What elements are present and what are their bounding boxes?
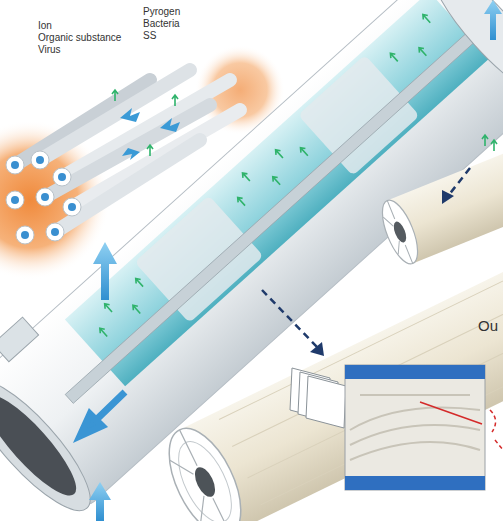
green-arrow	[172, 95, 178, 106]
green-arrow	[147, 145, 153, 156]
fiber-texture	[350, 395, 480, 460]
green-arrow	[102, 302, 114, 314]
leader-heads	[310, 190, 454, 356]
fiber-end	[36, 188, 54, 206]
part-label: Bacteria	[143, 18, 180, 29]
part-label: Pyrogen	[143, 6, 180, 17]
fiber-bore	[41, 193, 49, 201]
wrap-texture	[219, 270, 503, 504]
fiber-bore	[11, 161, 19, 169]
membrane-element	[134, 195, 263, 323]
green-arrow	[131, 303, 143, 315]
leader-line	[448, 168, 470, 196]
green-arrow	[273, 148, 285, 160]
part-label: Organic substance	[38, 32, 121, 43]
element-core	[191, 464, 219, 500]
green-flow-arrows	[482, 135, 497, 151]
part-label: Ou	[478, 318, 498, 335]
fiber-bore	[36, 156, 44, 164]
part-label: SS	[143, 30, 156, 41]
blue-band	[345, 476, 485, 490]
green-arrow	[417, 46, 429, 58]
fiber-bore	[58, 173, 66, 181]
green-arrow	[240, 171, 252, 183]
fiber-bores	[11, 156, 76, 239]
green-arrow	[388, 51, 400, 63]
fiber-bore	[11, 196, 19, 204]
fiber-end	[31, 151, 49, 169]
leader-head	[310, 342, 324, 356]
fiber-end	[63, 198, 81, 216]
element-end	[375, 196, 425, 269]
green-flow-arrows	[112, 90, 178, 156]
flow-arrow	[120, 108, 140, 122]
end-opening	[0, 384, 88, 506]
flow-arrow	[122, 148, 140, 160]
membrane-element	[298, 55, 420, 176]
end-ring	[168, 434, 243, 521]
magnified-inset	[345, 365, 503, 490]
part-label: Virus	[38, 44, 61, 55]
flow-arrows	[120, 108, 180, 160]
fiber-bore	[51, 228, 59, 236]
membrane-element	[375, 144, 503, 268]
end-cap	[418, 0, 503, 108]
green-arrow	[421, 13, 433, 25]
green-arrow	[134, 276, 146, 288]
sheet	[306, 376, 346, 428]
element-end	[154, 418, 255, 521]
green-arrow	[271, 175, 283, 187]
end-spokes	[160, 430, 231, 521]
end-spokes	[378, 200, 413, 267]
fiber-bore	[21, 231, 29, 239]
fiber-end	[46, 223, 64, 241]
part-label: Ion	[38, 20, 52, 31]
end-cap	[0, 364, 106, 521]
green-arrow	[98, 326, 110, 338]
fiber-end	[16, 226, 34, 244]
fiber-end	[53, 168, 71, 186]
flow-arrow	[160, 118, 180, 132]
fiber-end	[6, 156, 24, 174]
fiber-bore	[68, 203, 76, 211]
inset-frame	[345, 365, 485, 490]
element-core	[391, 220, 409, 244]
outlet-arrow	[484, 0, 502, 40]
green-arrow	[298, 146, 310, 158]
red-leader	[490, 410, 503, 450]
leader-head	[442, 190, 454, 204]
feed-port	[0, 317, 39, 362]
blue-band	[345, 365, 485, 379]
leader-line	[262, 290, 318, 348]
membrane-sheets	[290, 368, 346, 428]
green-arrow	[235, 195, 247, 207]
green-arrow	[491, 140, 497, 151]
feed-arrow	[89, 482, 111, 521]
green-arrow	[482, 135, 488, 146]
green-arrow	[112, 90, 118, 101]
membrane-element	[154, 255, 503, 521]
permeate-arrow	[80, 392, 125, 436]
concentrate-arrow	[93, 242, 117, 300]
red-leader	[420, 402, 482, 424]
fiber-end	[6, 191, 24, 209]
fiber-ends	[6, 151, 81, 244]
leader-arrows	[262, 168, 470, 348]
